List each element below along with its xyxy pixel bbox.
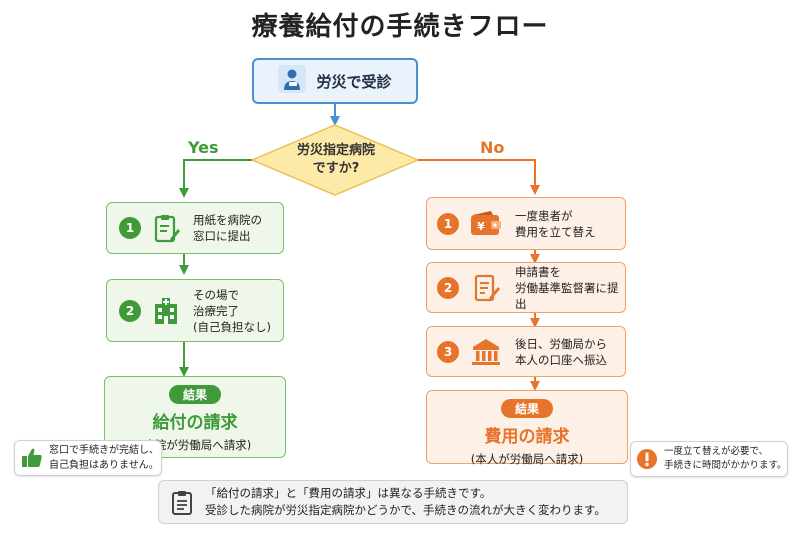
step-number: 1 [437, 212, 459, 235]
yes-step-2: 2 その場で 治療完了 (自己負担なし) [106, 279, 284, 342]
document-pen-icon [467, 269, 505, 307]
page-title: 療養給付の手続きフロー [251, 12, 549, 42]
step-text-line: その場で [193, 287, 239, 302]
step-text-line: 後日、労働局から [515, 336, 607, 351]
result-subtitle: (本人が労働局へ請求) [470, 452, 584, 466]
step-text-line: 一度患者が [515, 208, 573, 223]
step-number: 1 [119, 217, 141, 239]
decision-text: 労災指定病院 ですか? [250, 142, 422, 178]
step-text-line: 申請書を [515, 264, 561, 279]
injured-worker-icon [278, 65, 307, 97]
arrow-no [418, 159, 540, 195]
note-line: 窓口で手続きが完結し、 [49, 445, 159, 456]
exclamation-icon [636, 448, 658, 470]
bottom-note-line: 「給付の請求」と「費用の請求」は異なる手続きです。 [205, 486, 492, 500]
decision-line-1: 労災指定病院 [296, 143, 375, 158]
yes-step-1: 1 用紙を病院の 窓口に提出 [106, 202, 284, 254]
step-text-line: 治療完了 [193, 303, 239, 318]
hospital-icon [147, 292, 185, 330]
decision-line-2: ですか? [312, 161, 360, 176]
step-text-line: 用紙を病院の [193, 213, 262, 227]
svg-text:¥: ¥ [477, 220, 485, 233]
no-step-1: 1 ¥ 一度患者が 費用を立て替え [426, 197, 626, 250]
step-number: 2 [119, 299, 141, 322]
step-number: 2 [437, 276, 459, 299]
bottom-note-line: 受診した病院が労災指定病院かどうかで、手続きの流れが大きく変わります。 [205, 503, 606, 517]
bank-icon [467, 333, 505, 371]
bottom-note: 「給付の請求」と「費用の請求」は異なる手続きです。 受診した病院が労災指定病院か… [158, 480, 628, 524]
note-line: 手続きに時間がかかります。 [664, 460, 787, 471]
branch-yes-label: Yes [188, 138, 219, 157]
result-title: 費用の請求 [484, 427, 570, 447]
start-label: 労災で受診 [316, 72, 392, 91]
result-subtitle: (病院が労働局へ請求) [138, 438, 252, 452]
step-text-line: 本人の口座へ振込 [515, 352, 607, 367]
no-result: 結果 費用の請求 (本人が労働局へ請求) [426, 390, 628, 466]
form-clipboard-icon [147, 209, 185, 247]
step-text-line: 費用を立て替え [515, 224, 596, 239]
step-text-line: 窓口に提出 [193, 229, 251, 243]
thumbs-up-icon [20, 446, 44, 470]
decision-diamond [250, 124, 420, 196]
no-step-3: 3 後日、労働局から 本人の口座へ振込 [426, 326, 626, 377]
start-box: 労災で受診 [252, 58, 418, 104]
no-step-2: 2 申請書を 労働基準監督署に提出 [426, 262, 626, 313]
branch-no-label: No [480, 138, 505, 157]
clipboard-icon [171, 489, 193, 515]
result-title: 給付の請求 [152, 413, 238, 433]
note-line: 自己負担はありません。 [49, 460, 159, 471]
step-number: 3 [437, 340, 459, 363]
result-badge: 結果 [168, 385, 221, 404]
yes-note: 窓口で手続きが完結し、 自己負担はありません。 [14, 440, 162, 476]
result-badge: 結果 [500, 399, 553, 418]
wallet-yen-icon: ¥ [467, 205, 505, 243]
arrow-yes [179, 159, 252, 198]
no-note: 一度立て替えが必要で、 手続きに時間がかかります。 [630, 441, 788, 477]
step-text-line: (自己負担なし) [193, 319, 271, 334]
step-text-line: 労働基準監督署に提出 [515, 280, 619, 311]
note-line: 一度立て替えが必要で、 [664, 446, 769, 457]
